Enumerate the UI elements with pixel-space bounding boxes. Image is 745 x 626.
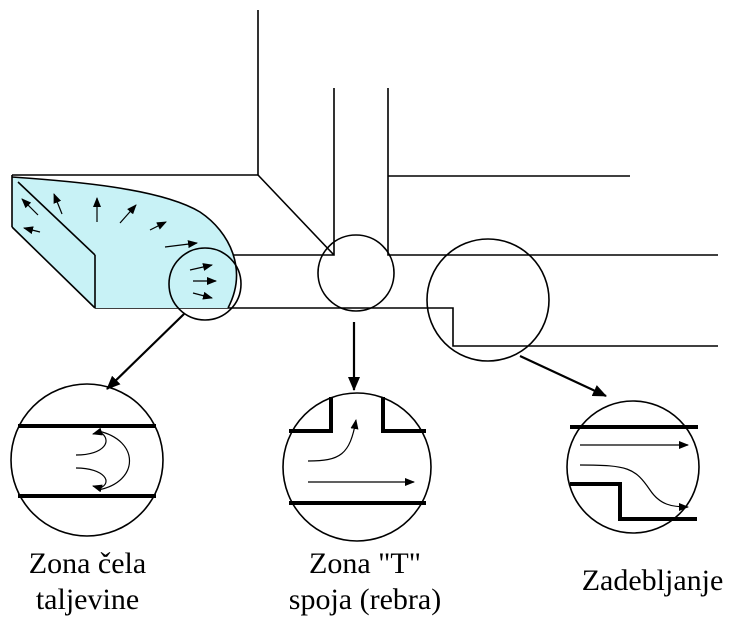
detail-melt-front: [10, 383, 164, 537]
detail-circle-t-joint: [317, 234, 395, 312]
detail-thickening-step-wall: [570, 482, 697, 521]
label-t-joint-zone-line1: Zona "T": [309, 547, 421, 580]
rib-right-edge: [387, 88, 718, 256]
leader-arrow-thickening: [519, 355, 607, 397]
t-joint-branch-flow-arrow: [307, 419, 359, 462]
fountain-flow-front: [97, 430, 131, 491]
label-melt-front-zone-line1: Zona čela: [28, 547, 147, 580]
detail-circle-melt-front: [168, 247, 242, 321]
detail-thickening-circle: [566, 400, 700, 534]
detail-t-joint-right-wall: [381, 397, 426, 433]
melt-flow-arrows: [21, 193, 217, 300]
detail-circle-thickening: [426, 238, 550, 362]
label-melt-front-zone-line2: taljevine: [35, 583, 140, 616]
leader-arrows: [106, 313, 607, 397]
label-t-joint-zone-line2: spoja (rebra): [288, 583, 442, 616]
melt-front-region: [12, 177, 237, 308]
fountain-flow-arrow-lower: [75, 467, 107, 493]
detail-circles: [168, 234, 550, 362]
detail-thickening: [566, 400, 700, 534]
thickening-lower-flow-arrow: [579, 464, 689, 511]
label-melt-front-zone: Zona čela taljevine: [0, 546, 175, 618]
label-t-joint-zone: Zona "T" spoja (rebra): [265, 546, 465, 618]
left-wall-chamfer: [257, 174, 335, 256]
bottom-step-outline: [95, 307, 718, 347]
part-outline: [12, 10, 718, 347]
left-wall-outline: [12, 10, 259, 176]
label-thickening-zone-line1: Zadebljanje: [581, 564, 724, 597]
fountain-flow-arrow-upper: [75, 427, 107, 456]
detail-t-joint: [282, 392, 432, 542]
detail-melt-front-circle: [10, 383, 164, 537]
label-thickening-zone: Zadebljanje: [560, 563, 745, 599]
leader-arrow-melt-front: [106, 313, 185, 390]
detail-t-joint-circle: [282, 392, 432, 542]
detail-t-joint-left-wall: [289, 397, 333, 433]
melt-front-outline: [11, 175, 238, 309]
